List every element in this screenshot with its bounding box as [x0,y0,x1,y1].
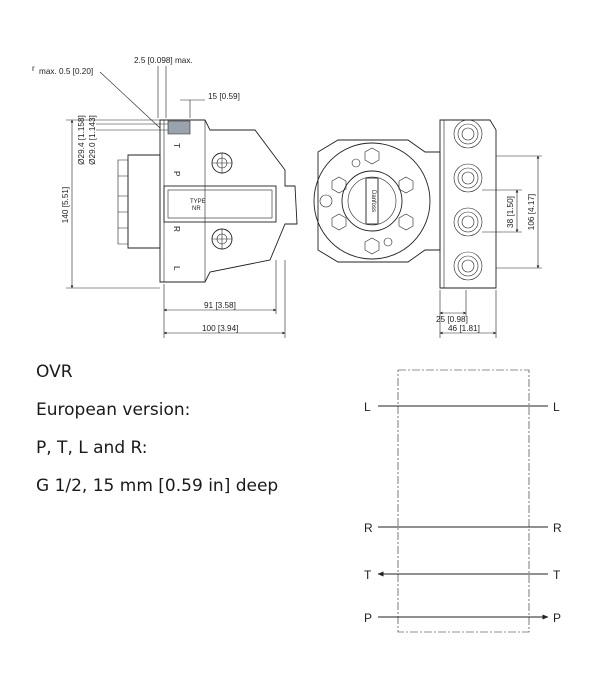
body-letter-r: R [172,226,181,232]
dim-width-46: 46 [1.81] [448,324,480,333]
dim-radius-sub: max. 0.5 [0.20] [39,67,93,76]
dim-port-pitch: 38 [1.50] [506,196,515,228]
spec-model: OVR [36,362,73,382]
schematic-port-l-left: L [364,400,371,414]
flange-brand: Danfoss [370,190,376,212]
nameplate-type: TYPE [190,199,206,205]
schematic-port-t-right: T [553,568,561,582]
schematic-port-t-left: T [364,568,372,582]
body-letter-l: L [172,266,181,271]
dim-port-span: 106 [4.17] [527,194,536,230]
dim-chamfer: 2.5 [0.098] max. [134,56,193,65]
dim-diameter-inner: Ø29.0 [1.143] [88,115,97,165]
dim-length-100: 100 [3.94] [202,324,238,333]
front-view: Danfoss 106 [4.17] 38 [1.50] 25 [0 [313,119,542,338]
body-letter-p: P [172,171,181,177]
schematic-port-l-right: L [553,400,560,414]
dim-radius-r: r [32,64,35,73]
schematic-port-r-left: R [364,521,373,535]
schematic-port-p-left: P [364,611,372,625]
schematic-symbol: L L R R T T P P [364,369,562,633]
spec-ports: P, T, L and R: [36,438,148,458]
dim-length-91: 91 [3.58] [204,301,236,310]
spec-thread: G 1/2, 15 mm [0.59 in] deep [36,476,279,496]
dim-flange-depth: 15 [0.59] [208,92,240,101]
dim-diameter-outer: Ø29.4 [1.158] [77,115,86,165]
dim-offset-25: 25 [0.98] [436,315,468,324]
spec-version: European version: [36,400,191,420]
schematic-port-r-right: R [553,521,562,535]
schematic-port-p-right: P [553,611,561,625]
side-view: T P R L TYPE NR 140 [5.51] Ø29.4 [1.158]… [32,56,298,338]
dim-height: 140 [5.51] [61,187,70,223]
nameplate-nr: NR [192,206,201,212]
body-letter-t: T [172,143,181,148]
